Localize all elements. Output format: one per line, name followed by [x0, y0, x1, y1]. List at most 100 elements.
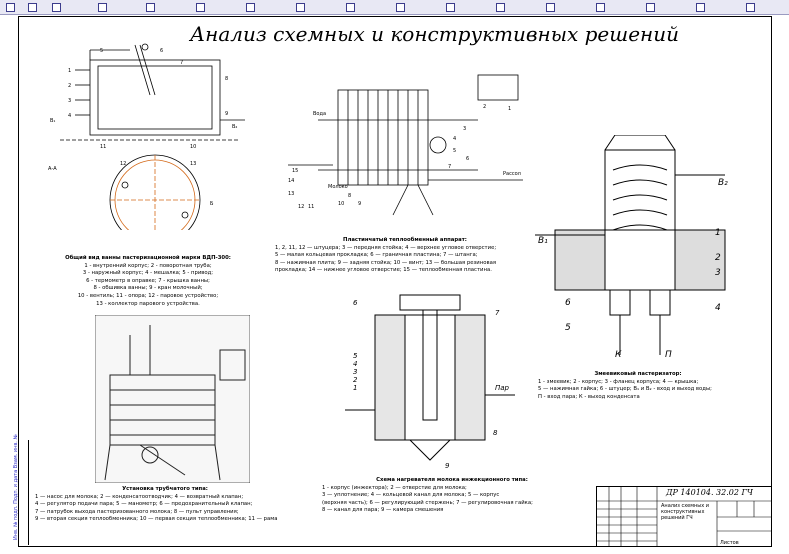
caption-line: 5 — малая кольцевая прокладка; 6 — грани… — [275, 252, 478, 259]
toolbar-button[interactable] — [52, 3, 61, 12]
toolbar-button[interactable] — [596, 3, 605, 12]
callout-label: 3 — [463, 126, 466, 132]
callout-label: 12 — [298, 204, 304, 210]
toolbar-button[interactable] — [28, 3, 37, 12]
title-block-grid — [597, 487, 771, 546]
caption-line: 13 - коллектор парового устройства. — [96, 300, 200, 307]
callout-label: Молоко — [328, 184, 348, 190]
caption-title: Схема нагревателя молока инжекционного т… — [376, 477, 528, 483]
callout-label: 6 — [353, 299, 358, 307]
callout-label: 8 — [225, 76, 228, 82]
toolbar-button[interactable] — [6, 3, 15, 12]
callout-label: П — [665, 350, 672, 360]
callout-label: 4 — [68, 113, 71, 119]
caption-line: П - вход пара; К - выход конденсата — [538, 393, 640, 400]
callout-label: 12 — [120, 161, 126, 167]
callout-label: 13 — [190, 161, 196, 167]
caption-title: Пластинчатый теплообменный аппарат: — [343, 237, 467, 243]
callout-label: 13 — [288, 191, 294, 197]
document-name: Анализ схемных и конструктивных решений … — [661, 503, 710, 521]
callout-label: 4 — [353, 360, 357, 368]
toolbar-button[interactable] — [546, 3, 555, 12]
caption-line: 7 — патрубок выхода пастеризованного мол… — [35, 508, 239, 515]
page-title: Анализ схемных и конструктивных решений — [190, 22, 679, 46]
toolbar-button[interactable] — [196, 3, 205, 12]
caption-line: 8 - обшивка ванны; 9 - кран молочный; — [93, 285, 203, 292]
drawing-frame — [18, 16, 772, 547]
callout-label: Б — [210, 201, 214, 207]
callout-label: В₁ — [50, 118, 55, 124]
caption-line: 1 - внутренний корпус; 2 - поворотная тр… — [84, 262, 212, 269]
caption-line: 3 — уплотнение; 4 — кольцевой канал для … — [322, 492, 500, 499]
binding-strip — [18, 440, 29, 545]
callout-label: 10 — [338, 201, 344, 207]
caption-pasteurizer-bath: Общий вид ванны пастеризационной марки В… — [38, 255, 258, 308]
toolbar-button[interactable] — [246, 3, 255, 12]
toolbar-button[interactable] — [646, 3, 655, 12]
caption-line: 6 - термометр в оправке; 7 - крышка ванн… — [86, 277, 210, 284]
callout-label: 7 — [495, 309, 500, 317]
callout-label: Пар — [495, 384, 510, 392]
callout-label: В₂ — [718, 178, 728, 188]
callout-label: 4 — [715, 303, 721, 313]
caption-title: Общий вид ванны пастеризационной марки В… — [65, 255, 231, 261]
callout-label: 5 — [565, 323, 571, 333]
callout-label: 1 — [68, 68, 71, 74]
callout-label: 11 — [100, 144, 106, 150]
callout-label: 14 — [288, 178, 294, 184]
caption-line: 8 — нажимная плита; 9 — задняя стойка; 1… — [275, 259, 497, 266]
callout-label: 9 — [358, 201, 361, 207]
callout-label: 2 — [715, 253, 721, 263]
caption-line: (верхняя часть); 6 — регулирующий стерже… — [322, 499, 533, 506]
title-block — [596, 486, 772, 547]
caption-line: 1 — насос для молока; 2 — конденсатоотво… — [35, 493, 244, 500]
callout-label: 7 — [448, 164, 451, 170]
callout-label: В₁ — [538, 236, 548, 246]
toolbar-button[interactable] — [296, 3, 305, 12]
callout-label: 2 — [483, 104, 486, 110]
pasteurizer-bath-drawing: 1 2 3 4 5 6 7 8 9 10 11 12 13 В₁ В₂ А-А … — [48, 43, 245, 230]
toolbar-button[interactable] — [396, 3, 405, 12]
callout-label: 3 — [353, 368, 357, 376]
callout-label: 10 — [190, 144, 196, 150]
injection-heater-drawing: 1 2 3 4 5 6 7 8 9 Пар — [345, 294, 515, 470]
callout-label: 2 — [353, 376, 358, 384]
callout-label: А-А — [48, 166, 57, 172]
toolbar-button[interactable] — [98, 3, 107, 12]
caption-title: Установка трубчатого типа: — [122, 486, 208, 492]
callout-label: В₂ — [232, 124, 237, 130]
caption-line: 4 — регулятор подачи пара; 5 — манометр;… — [35, 501, 253, 508]
toolbar-button[interactable] — [496, 3, 505, 12]
toolbar-button[interactable] — [146, 3, 155, 12]
toolbar-button[interactable] — [346, 3, 355, 12]
callout-label: 1 — [508, 106, 511, 112]
callout-label: 8 — [493, 429, 498, 437]
callout-label: 1 — [353, 384, 357, 392]
callout-label: 1 — [715, 228, 721, 238]
callout-label: 3 — [715, 268, 721, 278]
toolbar-button[interactable] — [446, 3, 455, 12]
callout-label: 6 — [565, 298, 571, 308]
caption-line: 5 — нажимная гайка; 6 - штуцер; В₁ и В₂ … — [538, 386, 712, 393]
callout-label: 9 — [445, 462, 450, 470]
callout-label: 7 — [180, 60, 183, 66]
viewer-toolbar — [0, 0, 789, 15]
callout-label: 4 — [453, 136, 456, 142]
callout-label: Рассол — [503, 171, 521, 177]
caption-line: 1, 2, 11, 12 — штуцера; 3 — передняя сто… — [275, 244, 497, 251]
plate-exchanger-drawing: 1 2 3 4 5 6 7 8 9 10 11 12 13 14 15 Вода… — [288, 74, 523, 216]
coil-pasteurizer-drawing: В₁ В₂ 1 2 3 4 5 6 К П — [535, 135, 728, 360]
callout-label: 11 — [308, 204, 314, 210]
caption-line: 9 — вторая секция теплообменника; 10 — п… — [35, 516, 278, 523]
caption-injection-heater: Схема нагревателя молока инжекционного т… — [322, 477, 582, 515]
toolbar-button[interactable] — [696, 3, 705, 12]
callout-label: 5 — [453, 148, 456, 154]
binding-strip-text: Инв. № подл. Подп. и дата Взам. инв. № — [13, 434, 19, 540]
caption-tubular-unit: Установка трубчатого типа: 1 — насос для… — [35, 486, 295, 524]
toolbar-button[interactable] — [746, 3, 755, 12]
caption-line: 8 — канал для пара; 9 — камера смешения — [322, 507, 444, 514]
caption-line: 10 - вентиль; 11 - опора; 12 - паровое у… — [77, 292, 219, 299]
sheets-label: Листов — [720, 540, 739, 546]
callout-label: Вода — [313, 111, 326, 117]
